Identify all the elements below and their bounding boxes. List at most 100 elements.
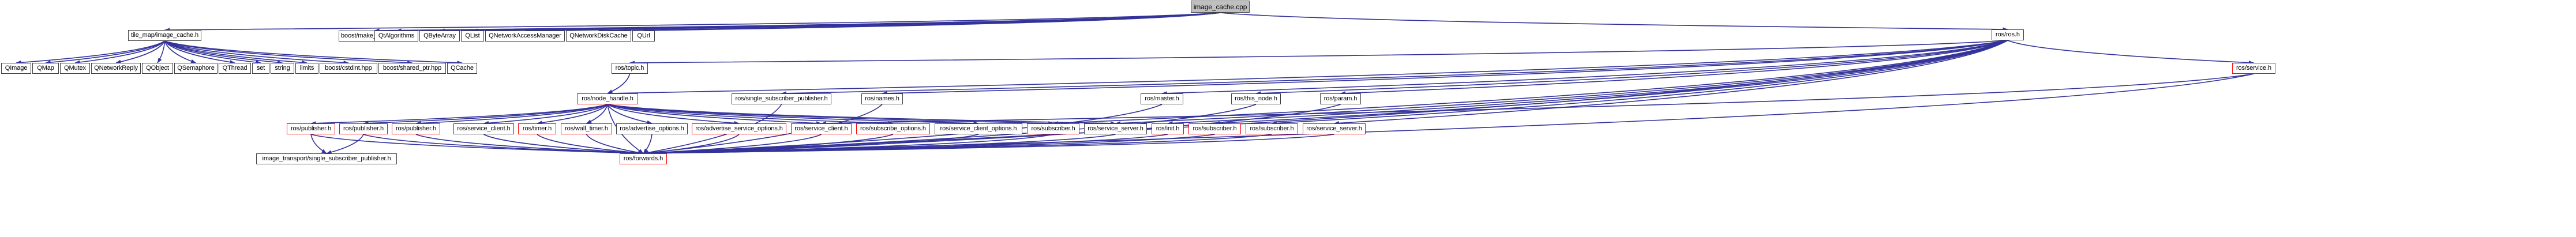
graph-edge <box>607 104 822 126</box>
graph-node-n40[interactable]: ros/subscribe_options.h <box>856 123 930 134</box>
graph-node-n8[interactable]: QUrl <box>632 31 655 42</box>
graph-edge <box>607 40 2008 96</box>
graph-edge <box>363 104 608 126</box>
graph-edge <box>781 40 2008 96</box>
graph-edge <box>643 12 1221 33</box>
graph-node-n32[interactable]: ros/publisher.h <box>339 123 388 134</box>
graph-node-label: ros/this_node.h <box>1235 95 1277 102</box>
graph-node-label: QThread <box>222 65 248 72</box>
graph-node-label: QMap <box>37 65 54 72</box>
graph-node-label: ros/names.h <box>865 95 899 102</box>
graph-node-n25[interactable]: ros/node_handle.h <box>577 93 638 104</box>
graph-node-label: QObject <box>146 65 169 72</box>
graph-node-n46[interactable]: ros/subscriber.h <box>1246 123 1298 134</box>
graph-node-n6[interactable]: QNetworkAccessManager <box>485 31 565 42</box>
graph-edge <box>821 73 2254 126</box>
graph-node-n27[interactable]: ros/names.h <box>861 93 903 104</box>
graph-node-label: ros/service_server.h <box>1306 125 1362 132</box>
graph-node-label: tile_map/image_cache.h <box>130 32 199 39</box>
graph-node-label: image_cache.cpp <box>1193 2 1247 11</box>
graph-node-n21[interactable]: boost/shared_ptr.hpp <box>378 63 446 74</box>
graph-node-label: QSemaphore <box>177 65 215 72</box>
graph-node-n10[interactable]: QImage <box>1 63 31 74</box>
graph-node-n35[interactable]: ros/timer.h <box>518 123 556 134</box>
graph-edge <box>537 104 608 125</box>
graph-node-n45[interactable]: ros/subscriber.h <box>1188 123 1241 134</box>
graph-node-n29[interactable]: ros/this_node.h <box>1231 93 1281 104</box>
graph-node-n24[interactable]: ros/service.h <box>2232 63 2275 74</box>
graph-node-n20[interactable]: boost/cstdint.hpp <box>320 63 377 74</box>
graph-node-label: ros/subscriber.h <box>1193 125 1237 132</box>
graph-node-n41[interactable]: ros/service_client_options.h <box>935 123 1022 134</box>
graph-node-n11[interactable]: QMap <box>32 63 59 74</box>
graph-node-n15[interactable]: QSemaphore <box>174 63 218 74</box>
graph-node-n28[interactable]: ros/master.h <box>1141 93 1183 104</box>
graph-node-n30[interactable]: ros/param.h <box>1320 93 1361 104</box>
graph-node-n7[interactable]: QNetworkDiskCache <box>566 31 631 42</box>
graph-node-n12[interactable]: QMutex <box>60 63 90 74</box>
graph-edge <box>586 134 644 155</box>
graph-node-n37[interactable]: ros/advertise_options.h <box>616 123 688 134</box>
graph-edge <box>439 12 1221 33</box>
graph-node-n33[interactable]: ros/publisher.h <box>392 123 440 134</box>
graph-node-n38[interactable]: ros/advertise_service_options.h <box>692 123 786 134</box>
graph-node-n14[interactable]: QObject <box>142 63 173 74</box>
graph-node-n44[interactable]: ros/init.h <box>1152 123 1184 134</box>
graph-node-n26[interactable]: ros/single_subscriber_publisher.h <box>732 93 831 104</box>
graph-node-n47[interactable]: ros/service_server.h <box>1303 123 1366 134</box>
graph-node-label: ros/subscribe_options.h <box>860 125 926 132</box>
graph-node-n16[interactable]: QThread <box>219 63 251 74</box>
graph-node-n9[interactable]: ros/ros.h <box>1992 29 2024 40</box>
graph-edge <box>415 104 608 126</box>
graph-edge <box>164 40 235 65</box>
graph-node-n18[interactable]: string <box>271 63 294 74</box>
graph-node-label: limits <box>299 65 314 72</box>
graph-node-n4[interactable]: QByteArray <box>419 31 460 42</box>
graph-node-n42[interactable]: ros/subscriber.h <box>1027 123 1079 134</box>
graph-node-label: image_transport/single_subscriber_publis… <box>262 155 391 162</box>
graph-edge <box>607 73 631 94</box>
graph-node-n19[interactable]: limits <box>295 63 318 74</box>
graph-node-label: QCache <box>451 65 474 72</box>
graph-edge <box>1340 40 2008 96</box>
graph-node-n13[interactable]: QNetworkReply <box>91 63 141 74</box>
graph-edge <box>164 40 463 65</box>
graph-node-label: ros/advertise_service_options.h <box>695 125 783 132</box>
graph-edge <box>74 40 166 65</box>
graph-node-label: QUrl <box>637 32 650 39</box>
graph-node-n5[interactable]: QList <box>461 31 484 42</box>
graph-node-n17[interactable]: set <box>252 63 269 74</box>
graph-node-n34[interactable]: ros/service_client.h <box>453 123 514 134</box>
graph-node-label: ros/master.h <box>1145 95 1179 102</box>
graph-node-n36[interactable]: ros/wall_timer.h <box>561 123 612 134</box>
graph-edge <box>164 40 196 63</box>
graph-node-n23[interactable]: ros/topic.h <box>612 63 648 74</box>
graph-edge <box>1053 40 2008 126</box>
graph-node-label: ros/service_client.h <box>457 125 511 132</box>
graph-edge <box>164 40 308 65</box>
graph-node-n22[interactable]: QCache <box>447 63 477 74</box>
graph-node-label: QMutex <box>64 65 86 72</box>
graph-edge <box>607 104 894 126</box>
graph-edge <box>157 40 166 63</box>
graph-node-label: ros/service_client.h <box>794 125 848 132</box>
graph-node-n1[interactable]: tile_map/image_cache.h <box>128 30 201 41</box>
graph-node-n31[interactable]: ros/publisher.h <box>287 123 335 134</box>
graph-node-n48[interactable]: image_transport/single_subscriber_publis… <box>256 153 397 164</box>
graph-node-label: string <box>275 65 290 72</box>
graph-node-label: QtAlgorithms <box>378 32 415 39</box>
graph-node-n39[interactable]: ros/service_client.h <box>791 123 852 134</box>
graph-node-n3[interactable]: QtAlgorithms <box>374 31 418 42</box>
graph-node-n0[interactable]: image_cache.cpp <box>1191 1 1250 13</box>
graph-edge <box>45 40 166 65</box>
graph-edge <box>310 104 608 126</box>
graph-node-label: QNetworkReply <box>94 65 138 72</box>
graph-edge <box>164 40 413 65</box>
graph-edge <box>483 134 644 155</box>
graph-node-n49[interactable]: ros/forwards.h <box>620 153 667 164</box>
graph-edge <box>1220 12 2008 32</box>
graph-node-n43[interactable]: ros/service_server.h <box>1084 123 1147 134</box>
graph-edge <box>586 104 608 124</box>
graph-edge <box>2007 40 2254 65</box>
